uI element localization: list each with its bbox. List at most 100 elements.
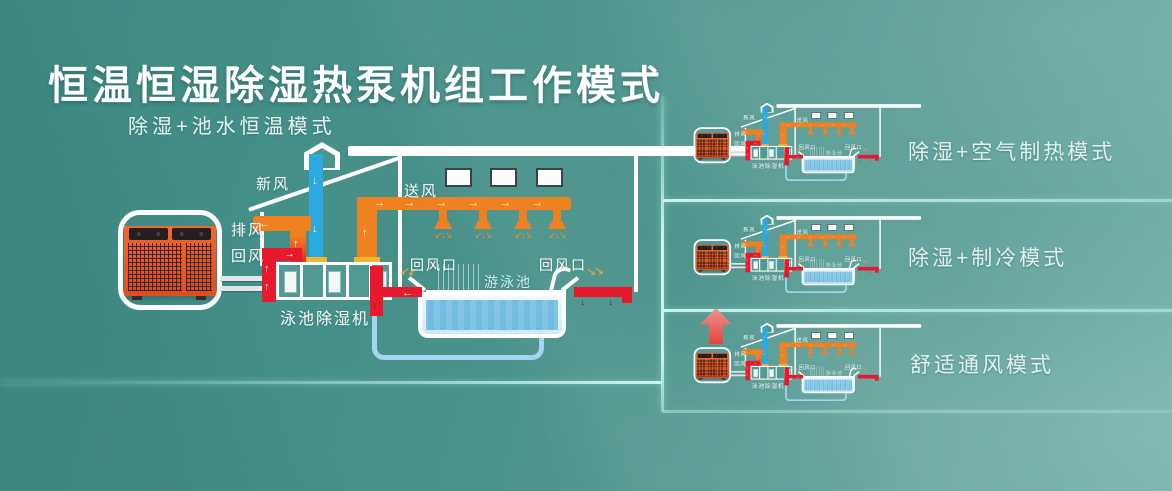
cabinet-door xyxy=(769,149,774,158)
cabinet-divider xyxy=(323,265,326,297)
cabinet-divider xyxy=(775,367,777,379)
return-vent-duct-right xyxy=(574,287,630,297)
window xyxy=(844,112,854,119)
cabinet-divider xyxy=(767,259,769,271)
flow-arrow-icon: ↓ xyxy=(360,318,365,329)
air-diffuser: ↙↓↘ xyxy=(836,238,843,250)
return-air-duct-riser xyxy=(745,140,751,161)
diffuser-stem xyxy=(809,126,813,132)
flow-arrow-icon: ↓ xyxy=(763,351,766,357)
duct-connector xyxy=(760,256,769,258)
dehumidifier-label: 泳池除湿机 xyxy=(751,383,785,390)
mini-diagram-slot: ↓ ↓ ← ↑ → ↑ ↑ ↑ → → → → → → ↙↓↘ ↙ xyxy=(690,102,922,188)
flow-arrow-icon: ↑ xyxy=(746,372,749,378)
fresh-air-label: 新风 xyxy=(743,334,756,342)
air-diffuser: ↙↓↘ xyxy=(848,346,855,358)
dehumidifier-label: 泳池除湿机 xyxy=(751,163,785,170)
vent-airflow-icon: ↘↘ xyxy=(861,258,869,264)
airflow-spray-icon: ↙↓↘ xyxy=(836,246,843,250)
diffuser-horn xyxy=(821,351,829,355)
refrigerant-pipe xyxy=(730,262,747,265)
duct-connector xyxy=(778,256,788,258)
fan-grille-icon xyxy=(697,245,712,250)
coil-grille xyxy=(186,243,212,291)
air-diffuser: ↙↓↘ xyxy=(821,238,828,250)
diffuser-horn xyxy=(836,243,843,247)
mode-label: 舒适通风模式 xyxy=(910,354,1054,377)
diffuser-stem xyxy=(850,126,854,132)
air-diffuser: ↙↓↘ xyxy=(807,126,814,138)
flow-arrow-icon: → xyxy=(753,252,758,258)
flow-arrow-icon: ↓ xyxy=(859,270,862,275)
divider-horizontal-2 xyxy=(663,309,1172,312)
return-air-duct xyxy=(745,360,760,366)
diffuser-stem xyxy=(823,126,827,132)
diffuser-stem xyxy=(837,346,841,352)
pool-dehumidifier-unit xyxy=(750,257,793,272)
mode-diagram: ↓ ↓ ← ↑ → ↑ ↑ ↑ → → → → → → ↙↓↘ ↙ xyxy=(108,140,750,380)
flow-arrow-icon: ↓ xyxy=(859,158,862,163)
airflow-spray-icon: ↙↓↘ xyxy=(434,230,453,240)
window xyxy=(844,332,854,339)
swimming-pool xyxy=(801,268,855,286)
mode-diagram: ↓ ↓ ← ↑ → ↑ ↑ ↑ → → → → → → ↙↓↘ ↙ xyxy=(690,322,922,408)
flow-arrow-icon: ↓ xyxy=(763,131,766,137)
flow-arrow-icon: ← xyxy=(795,266,800,272)
flow-arrow-icon: ↓ xyxy=(785,271,787,276)
unit-leg xyxy=(132,296,142,300)
flow-arrow-icon: ← xyxy=(744,350,749,355)
fresh-air-label: 新风 xyxy=(743,114,756,122)
flow-arrow-icon: ← xyxy=(795,374,800,380)
flow-arrow-icon: ← xyxy=(417,348,427,359)
unit-leg xyxy=(196,296,206,300)
return-air-label: 回风 xyxy=(734,140,747,147)
pool-label: 游泳池 xyxy=(825,370,843,376)
fan-grille-icon xyxy=(697,353,712,358)
fan-grille-icon xyxy=(697,133,712,138)
flow-arrow-icon: ← xyxy=(482,348,492,359)
unit-leg xyxy=(698,158,703,160)
duct-connector xyxy=(354,257,380,262)
flow-arrow-icon: ↑ xyxy=(746,152,749,158)
diffuser-horn xyxy=(434,221,452,229)
diffuser-horn xyxy=(848,243,855,247)
flow-arrow-icon: ↓ xyxy=(785,159,787,164)
heat-pump-unit xyxy=(695,352,729,380)
flat-roof xyxy=(776,216,922,220)
air-diffuser: ↙↓↘ xyxy=(473,208,493,242)
diffuser-stem xyxy=(823,346,827,352)
fresh-air-label: 新风 xyxy=(743,226,756,234)
air-diffuser: ↙↓↘ xyxy=(836,126,843,138)
cabinet-door xyxy=(753,369,759,378)
refrigerant-pipe xyxy=(220,276,264,281)
flow-arrow-icon: ↓ xyxy=(780,166,783,171)
flow-arrow-icon: → xyxy=(796,122,801,127)
duct-connector xyxy=(760,144,769,146)
flow-arrow-icon: → xyxy=(842,234,847,239)
divider-horizontal-1 xyxy=(663,199,1172,202)
cabinet-divider xyxy=(759,367,761,379)
fan-grille-icon xyxy=(129,228,168,240)
return-vent-duct-right xyxy=(857,154,878,159)
refrigerant-pipe xyxy=(730,266,747,269)
exhaust-air-label: 排风 xyxy=(734,243,747,250)
return-outlet-label-right: 回风口 xyxy=(845,364,863,370)
mode-label: 除湿+空气制热模式 xyxy=(908,141,1116,164)
hall-wall-right xyxy=(879,327,881,377)
flow-arrow-icon: ↓ xyxy=(859,378,862,383)
refrigerant-pipe xyxy=(730,150,747,153)
heat-pump-frame xyxy=(693,239,732,276)
fan-grille-icon xyxy=(713,353,728,358)
return-outlet-label-left: 回风口 xyxy=(798,364,816,370)
return-outlet-label-left: 回风口 xyxy=(798,256,816,262)
flow-arrow-icon: ← xyxy=(801,396,805,401)
return-vent-duct-left xyxy=(784,266,804,271)
return-outlet-label-left: 回风口 xyxy=(798,144,816,150)
flow-arrow-icon: → xyxy=(785,234,790,239)
supply-air-duct xyxy=(779,122,857,128)
window xyxy=(844,224,854,231)
diffuser-stem xyxy=(553,208,561,221)
air-diffuser: ↙↓↘ xyxy=(836,346,843,358)
air-diffuser: ↙↓↘ xyxy=(821,126,828,138)
